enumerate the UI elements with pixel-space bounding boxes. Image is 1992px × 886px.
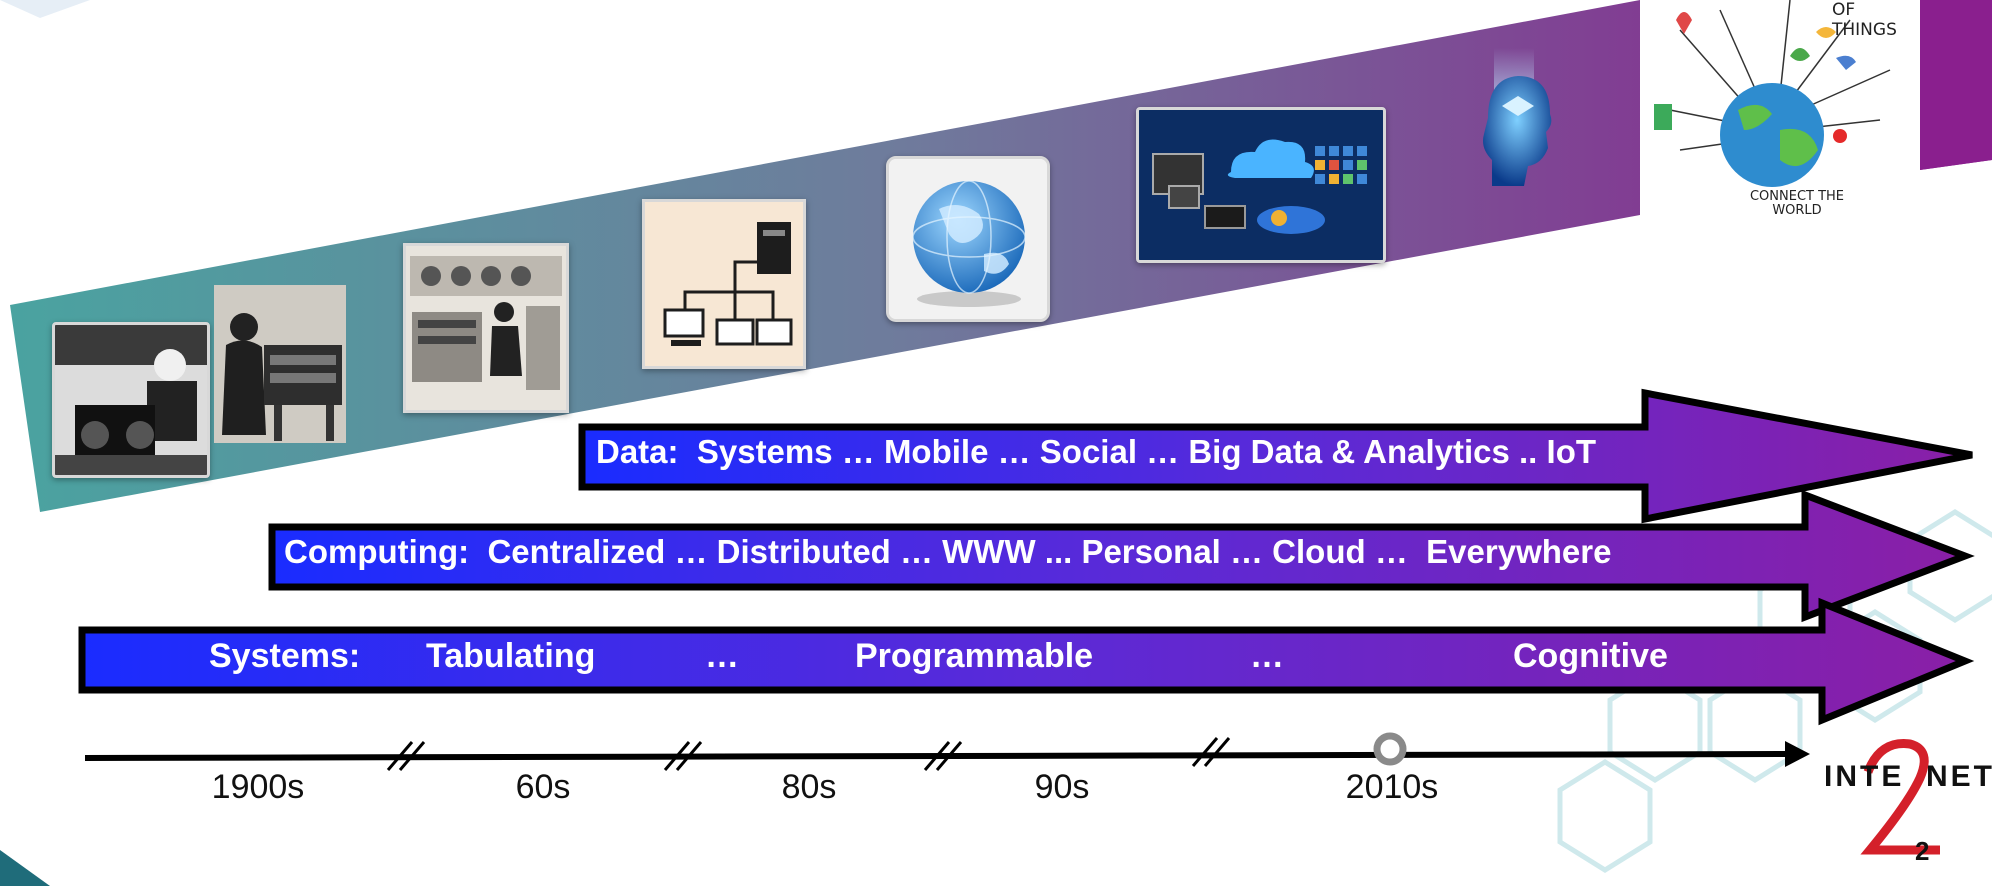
cognitive-head-icon xyxy=(1458,48,1568,188)
timeline-breaks xyxy=(386,737,1231,771)
cloud-devices-icon xyxy=(1136,107,1386,263)
tabulating-machine-photo xyxy=(52,322,210,478)
internet2-logo: INTE NET xyxy=(1820,730,1992,870)
systems-phase-tabulating: Tabulating xyxy=(426,637,596,675)
page-number: 2 xyxy=(1915,836,1930,866)
timeline-tick-label: 90s xyxy=(1034,768,1090,806)
systems-phase-cognitive: Cognitive xyxy=(1513,637,1668,675)
timeline-tick-label: 60s xyxy=(515,768,571,806)
corner-decoration-bottom xyxy=(0,850,50,886)
data-arrow xyxy=(578,388,1973,524)
systems-separator-1: … xyxy=(705,637,739,675)
logo-swoosh-icon xyxy=(1860,739,1940,855)
timeline-tick-label: 2010s xyxy=(1345,768,1439,806)
systems-separator-2: … xyxy=(1250,637,1284,675)
logo-word-left: INTE xyxy=(1824,760,1905,793)
distributed-network-icon xyxy=(642,199,806,369)
logo-word-right: NET xyxy=(1926,760,1992,793)
timeline-tick-label: 1900s xyxy=(211,768,305,806)
systems-arrow xyxy=(78,597,1975,726)
corner-decoration-top xyxy=(0,0,90,18)
data-arrow-label: Data: Systems … Mobile … Social … Big Da… xyxy=(596,433,1597,470)
iot-sketch-bottom-text: CONNECT THE WORLD xyxy=(1749,189,1845,218)
timeline-arrowhead xyxy=(1785,741,1810,767)
mainframe-operator-photo xyxy=(403,243,569,413)
operator-at-tabulator-photo xyxy=(214,285,346,443)
systems-label: Systems: xyxy=(209,637,361,675)
band-end-cap xyxy=(1920,0,1992,170)
computing-arrow xyxy=(268,489,1975,623)
iot-sketch-top-text: OF THINGS xyxy=(1832,0,1897,40)
globe-icon xyxy=(886,156,1050,322)
systems-phase-programmable: Programmable xyxy=(855,637,1094,675)
timeline-tick-label: 80s xyxy=(781,768,837,806)
internet-of-things-sketch: OF THINGS CONNECT THE WORLD xyxy=(1640,0,1920,222)
computing-arrow-label: Computing: Centralized … Distributed … W… xyxy=(284,533,1612,570)
present-marker xyxy=(1373,732,1407,766)
